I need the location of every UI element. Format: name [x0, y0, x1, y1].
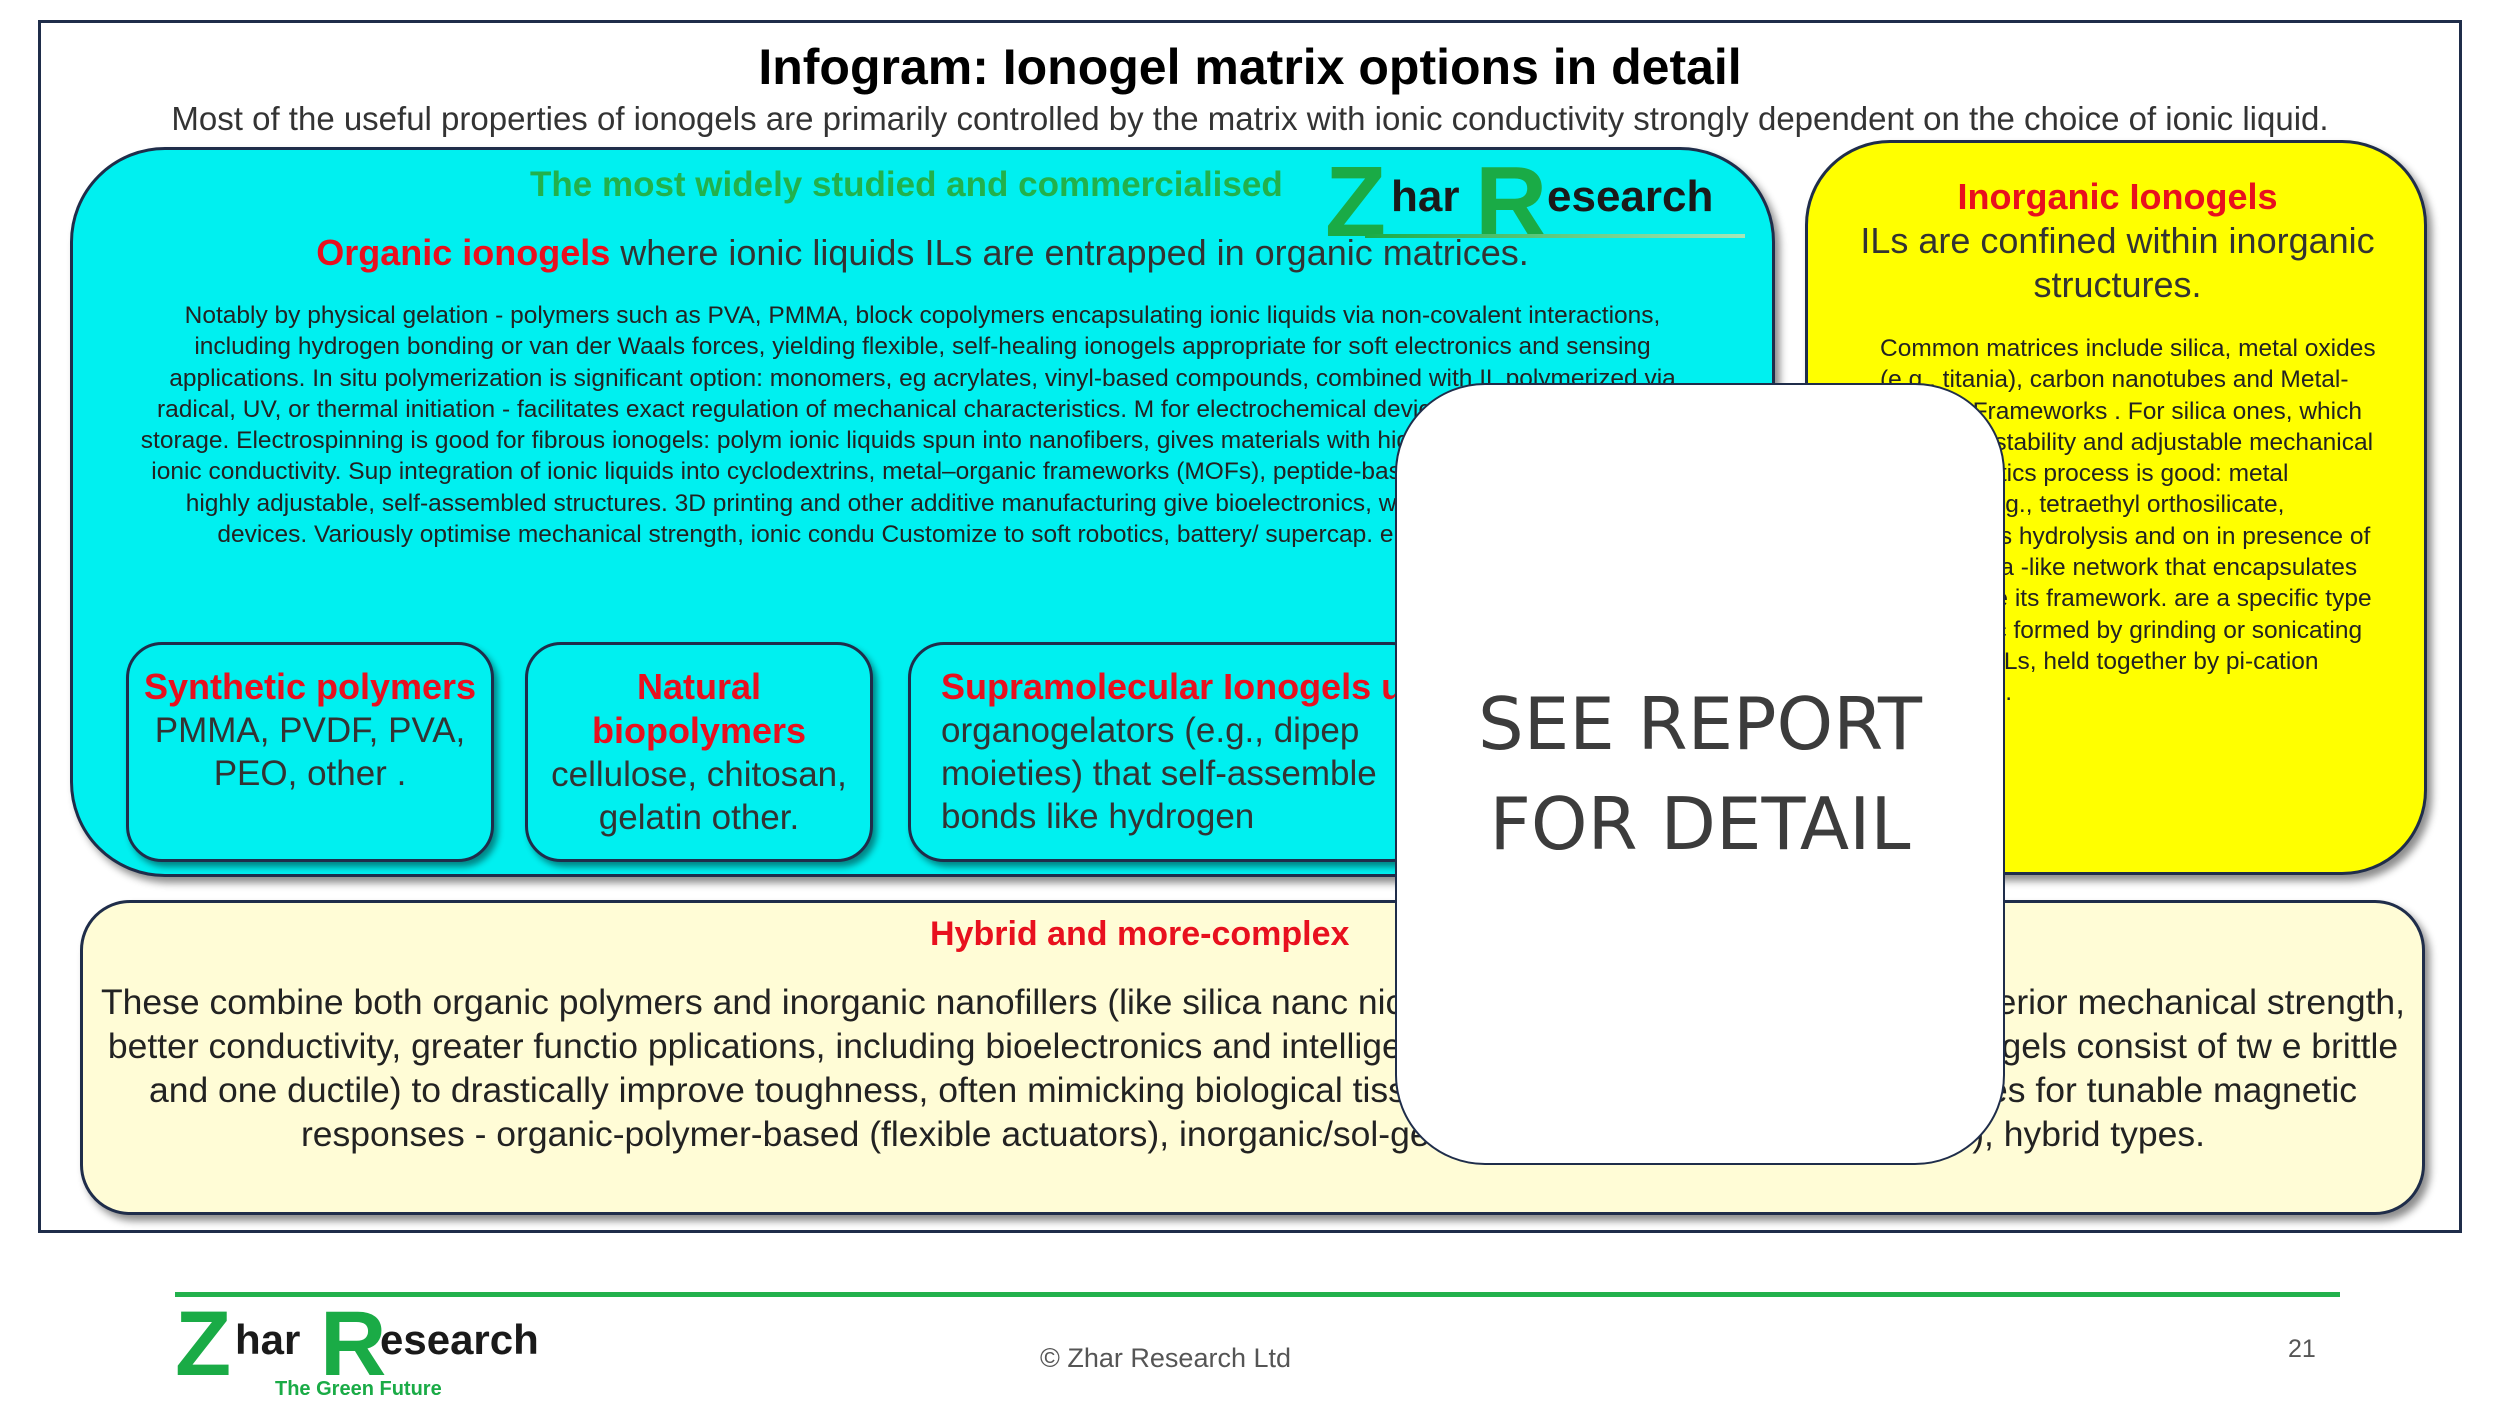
zhar-research-logo-header: Z har R esearch	[1325, 150, 1745, 252]
organic-heading: Organic ionogels where ionic liquids ILs…	[0, 232, 1845, 274]
synthetic-polymers-heading: Synthetic polymers	[143, 666, 477, 707]
hybrid-body-text: These combine both organic polymers and …	[100, 982, 2406, 1154]
organic-heading-label: Organic ionogels	[316, 232, 611, 273]
natural-biopolymers-heading: Natural biopolymers	[591, 666, 807, 751]
copyright-text: © Zhar Research Ltd	[1040, 1343, 1292, 1373]
synthetic-polymers-text: PMMA, PVDF, PVA, PEO, other .	[154, 711, 466, 793]
natural-biopolymers-card: Natural biopolymers cellulose, chitosan,…	[525, 642, 873, 862]
page-subtitle: Most of the useful properties of ionogel…	[171, 100, 2329, 137]
page-number: 21	[2288, 1335, 2316, 1363]
logo-tagline: The Green Future	[275, 1378, 442, 1400]
see-report-overlay: SEE REPORT FOR DETAIL	[1395, 383, 2005, 1165]
footer-divider	[175, 1292, 2340, 1297]
page-title: Infogram: Ionogel matrix options in deta…	[758, 39, 1742, 95]
synthetic-polymers-card: Synthetic polymers PMMA, PVDF, PVA, PEO,…	[126, 642, 494, 862]
supramolecular-text: organogelators (e.g., dipep moieties) th…	[941, 711, 1377, 836]
inorganic-heading-label: Inorganic Ionogels	[1957, 176, 2278, 217]
organic-heading-text: where ionic liquids ILs are entrapped in…	[610, 232, 1529, 273]
hybrid-heading: Hybrid and more-complex	[930, 915, 1350, 953]
zhar-research-logo-footer: Z har R esearch The Green Future	[175, 1293, 539, 1400]
supramolecular-heading: Supramolecular Ionogels u	[941, 666, 1404, 707]
logo-underline	[1365, 234, 1745, 238]
organic-tagline: The most widely studied and commercialis…	[530, 165, 1283, 204]
inorganic-heading-text: ILs are confined within inorganic struct…	[1860, 220, 2375, 305]
supramolecular-ionogels-card: Supramolecular Ionogels u organogelators…	[908, 642, 1428, 862]
see-report-text: SEE REPORT FOR DETAIL	[1478, 682, 1922, 866]
natural-biopolymers-text: cellulose, chitosan, gelatin other.	[551, 755, 847, 837]
hybrid-ionogels-card	[80, 900, 2425, 1215]
